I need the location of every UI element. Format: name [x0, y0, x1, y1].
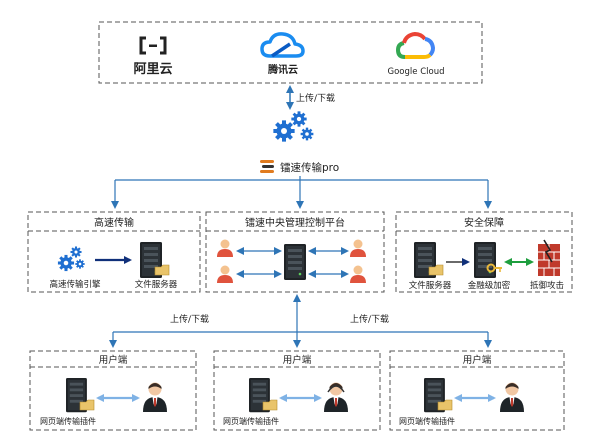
client-plugin-label: 网页端传输插件 [40, 416, 96, 426]
central-server-icon [284, 244, 306, 280]
client-server-icon [66, 378, 95, 413]
central-panel [205, 211, 385, 293]
client-server-icon [249, 378, 278, 413]
client-title: 用户端 [283, 354, 312, 366]
speed-panel-title: 高速传输 [94, 216, 134, 229]
client-panel: 用户端 网页端传输插件 [29, 350, 197, 431]
central-panel-title: 镭速中央管理控制平台 [245, 216, 345, 229]
client-title: 用户端 [99, 354, 128, 366]
security-panel-title: 安全保障 [464, 216, 504, 229]
google-cloud-logo-icon [395, 31, 436, 59]
security-panel [395, 211, 573, 293]
top-updown-label: 上传/下载 [296, 92, 335, 104]
core-product-name: 镭速传输pro [280, 161, 339, 174]
core-distribution-connector [111, 176, 492, 209]
security-server-label: 文件服务器 [409, 280, 452, 291]
aliyun-label: 阿里云 [133, 62, 172, 77]
encryption-key-server-icon [474, 242, 502, 278]
right-updown-label: 上传/下载 [350, 313, 389, 325]
central-connector [236, 247, 349, 278]
speed-engine-gears-icon [57, 246, 85, 272]
client-plugin-label: 网页端传输插件 [223, 416, 279, 426]
client-connector [109, 294, 492, 348]
cloud-provider-panel [98, 21, 483, 84]
client-panel: 用户端 网页端传输插件 [389, 350, 565, 431]
client-user-icon [324, 382, 348, 412]
firewall-icon [538, 239, 560, 276]
core-product-logo-icon [260, 160, 274, 173]
client-user-icon [500, 382, 524, 412]
speed-server-label: 文件服务器 [135, 279, 178, 290]
security-file-server-icon [414, 242, 444, 278]
client-user-icon [143, 382, 167, 412]
tencent-cloud-logo-icon [260, 32, 305, 58]
google-cloud-label: Google Cloud [388, 67, 445, 77]
client-title: 用户端 [463, 354, 492, 366]
speed-engine-label: 高速传输引擎 [49, 279, 101, 290]
client-plugin-label: 网页端传输插件 [399, 416, 455, 426]
tencent-cloud-label: 腾讯云 [267, 63, 298, 76]
client-server-icon [424, 378, 453, 413]
aliyun-logo-icon [139, 36, 167, 55]
left-updown-label: 上传/下载 [170, 313, 209, 325]
encryption-label: 金融级加密 [468, 280, 511, 291]
client-panel: 用户端 网页端传输插件 [213, 350, 381, 431]
speed-panel [27, 211, 201, 293]
defense-label: 抵御攻击 [530, 280, 564, 291]
speed-file-server-icon [140, 242, 170, 278]
core-gears-icon [273, 111, 314, 142]
